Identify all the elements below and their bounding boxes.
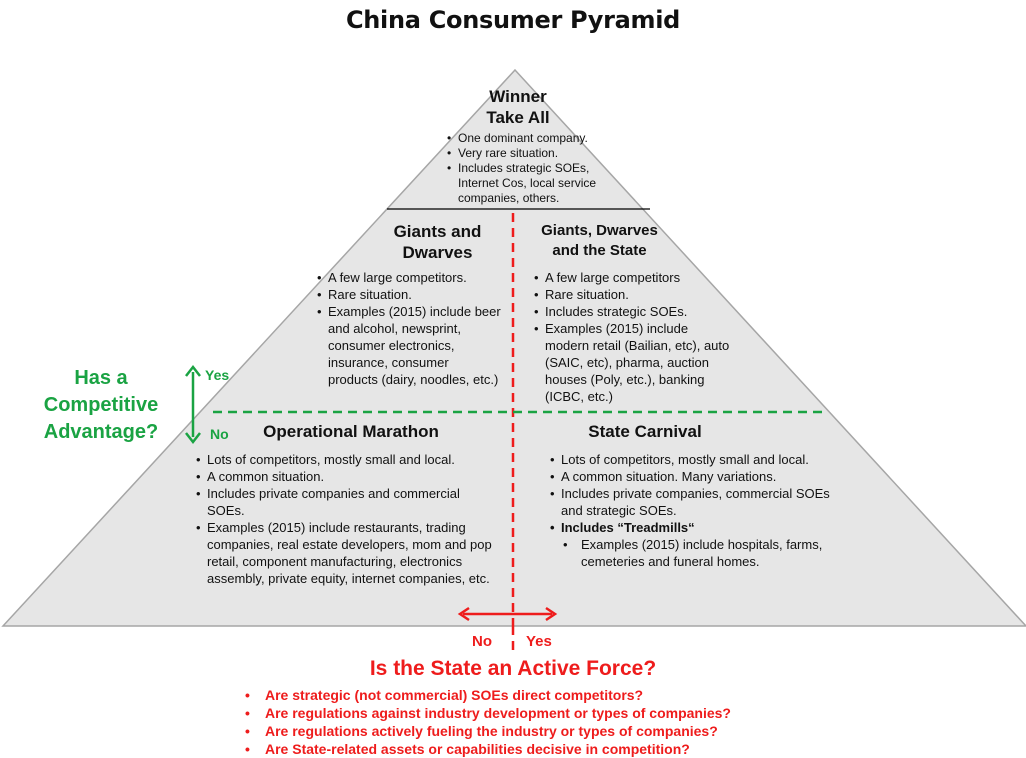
top-tier-heading-line2: Take All <box>486 108 550 127</box>
lower-right-heading: State Carnival <box>588 422 702 441</box>
list-item: One dominant company. <box>446 131 616 146</box>
list-item: A common situation. <box>195 468 495 485</box>
list-item: Are State-related assets or capabilities… <box>245 740 731 758</box>
upper-left-heading: Giants and Dwarves <box>370 221 505 263</box>
competitive-axis-double-arrow-icon <box>185 364 201 445</box>
top-tier-bullets: One dominant company. Very rare situatio… <box>446 131 616 206</box>
lower-right-bullets: Lots of competitors, mostly small and lo… <box>549 451 854 570</box>
upper-right-heading: Giants, Dwarves and the State <box>522 221 677 261</box>
upper-right-heading-line1: Giants, Dwarves <box>541 222 658 239</box>
list-item: Very rare situation. <box>446 146 616 161</box>
competitive-label-line3: Advantage? <box>43 421 159 443</box>
list-item: Includes strategic SOEs, Internet Cos, l… <box>446 161 616 206</box>
upper-right-heading-line2: and the State <box>552 242 647 259</box>
diagram-title: China Consumer Pyramid <box>345 6 681 34</box>
list-item: A few large competitors. <box>316 269 501 286</box>
list-item: Includes strategic SOEs. <box>533 303 733 320</box>
list-item: A few large competitors <box>533 269 733 286</box>
top-tier-heading-line1: Winner <box>489 87 547 106</box>
list-item: Examples (2015) include hospitals, farms… <box>549 536 854 570</box>
list-item: Lots of competitors, mostly small and lo… <box>195 451 495 468</box>
state-yes-label: Yes <box>526 633 552 650</box>
upper-right-bullets: A few large competitors Rare situation. … <box>533 269 733 405</box>
list-item: Are regulations actively fueling the ind… <box>245 722 731 740</box>
upper-left-bullets: A few large competitors. Rare situation.… <box>316 269 501 388</box>
list-item: Rare situation. <box>316 286 501 303</box>
list-item: Examples (2015) include beer and alcohol… <box>316 303 501 388</box>
lower-left-bullets: Lots of competitors, mostly small and lo… <box>195 451 495 587</box>
list-item: Includes “Treadmills“ <box>549 519 854 536</box>
list-item: Includes private companies and commercia… <box>195 485 495 519</box>
competitive-no-label: No <box>210 426 229 442</box>
list-item: A common situation. Many variations. <box>549 468 854 485</box>
state-no-label: No <box>472 633 492 650</box>
competitive-yes-label: Yes <box>205 367 230 383</box>
list-item: Are strategic (not commercial) SOEs dire… <box>245 686 731 704</box>
upper-left-heading-line2: Dwarves <box>402 243 473 262</box>
state-axis-double-arrow-icon <box>457 606 558 622</box>
list-item: Examples (2015) include restaurants, tra… <box>195 519 495 587</box>
upper-left-heading-line1: Giants and <box>393 222 482 241</box>
competitive-label-line1: Has a <box>74 367 128 389</box>
state-criteria-list: Are strategic (not commercial) SOEs dire… <box>245 686 731 758</box>
list-item: Includes private companies, commercial S… <box>549 485 854 519</box>
top-tier-heading: Winner Take All <box>443 86 593 128</box>
state-question-heading: Is the State an Active Force? <box>369 657 657 680</box>
list-item: Are regulations against industry develop… <box>245 704 731 722</box>
lower-left-heading: Operational Marathon <box>263 422 439 441</box>
competitive-advantage-label: Has a Competitive Advantage? <box>30 365 172 446</box>
list-item: Examples (2015) include modern retail (B… <box>533 320 733 405</box>
list-item: Lots of competitors, mostly small and lo… <box>549 451 854 468</box>
list-item: Rare situation. <box>533 286 733 303</box>
competitive-label-line2: Competitive <box>43 394 159 416</box>
